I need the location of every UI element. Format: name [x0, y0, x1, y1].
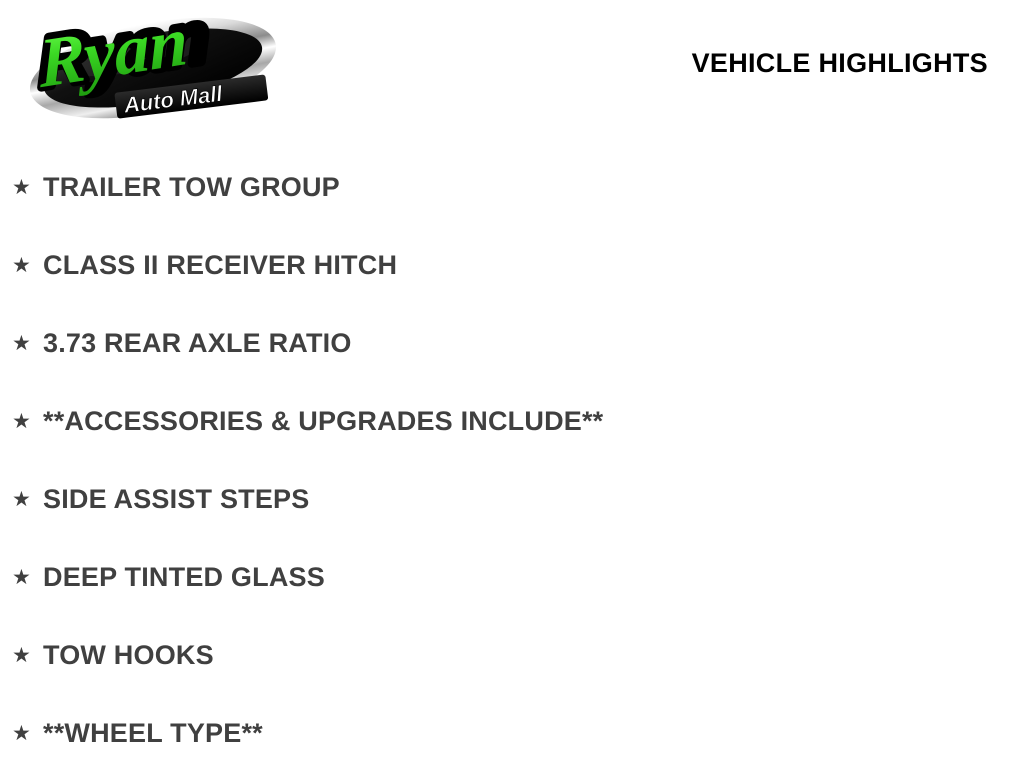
star-icon: ★: [12, 721, 31, 745]
star-icon: ★: [12, 409, 31, 433]
list-item: ★ SIDE ASSIST STEPS: [0, 460, 1024, 538]
logo-graphic: Ryan Ryan Auto Mall: [29, 12, 277, 119]
highlight-label: SIDE ASSIST STEPS: [43, 483, 310, 514]
star-icon: ★: [12, 487, 31, 511]
highlight-label: **WHEEL TYPE**: [43, 717, 263, 748]
highlight-label: **ACCESSORIES & UPGRADES INCLUDE**: [43, 405, 604, 436]
highlight-label: TOW HOOKS: [43, 639, 214, 670]
page-title: VEHICLE HIGHLIGHTS: [691, 48, 988, 78]
list-item: ★ TRAILER TOW GROUP: [0, 148, 1024, 226]
list-item: ★ DEEP TINTED GLASS: [0, 538, 1024, 616]
star-icon: ★: [12, 175, 31, 199]
list-item: ★ TOW HOOKS: [0, 616, 1024, 694]
star-icon: ★: [12, 331, 31, 355]
vehicle-highlights-list: ★ TRAILER TOW GROUP ★ CLASS II RECEIVER …: [0, 148, 1024, 772]
star-icon: ★: [12, 253, 31, 277]
ryan-auto-mall-logo[interactable]: Ryan Ryan Auto Mall: [18, 12, 288, 120]
highlight-label: CLASS II RECEIVER HITCH: [43, 249, 398, 280]
list-item: ★ **WHEEL TYPE**: [0, 694, 1024, 772]
star-icon: ★: [12, 643, 31, 667]
list-item: ★ CLASS II RECEIVER HITCH: [0, 226, 1024, 304]
highlight-label: DEEP TINTED GLASS: [43, 561, 325, 592]
page-header: Ryan Ryan Auto Mall VEHICLE HIGHLIGHTS: [0, 0, 1024, 130]
highlight-label: 3.73 REAR AXLE RATIO: [43, 327, 352, 358]
list-item: ★ 3.73 REAR AXLE RATIO: [0, 304, 1024, 382]
star-icon: ★: [12, 565, 31, 589]
highlight-label: TRAILER TOW GROUP: [43, 171, 340, 202]
list-item: ★ **ACCESSORIES & UPGRADES INCLUDE**: [0, 382, 1024, 460]
